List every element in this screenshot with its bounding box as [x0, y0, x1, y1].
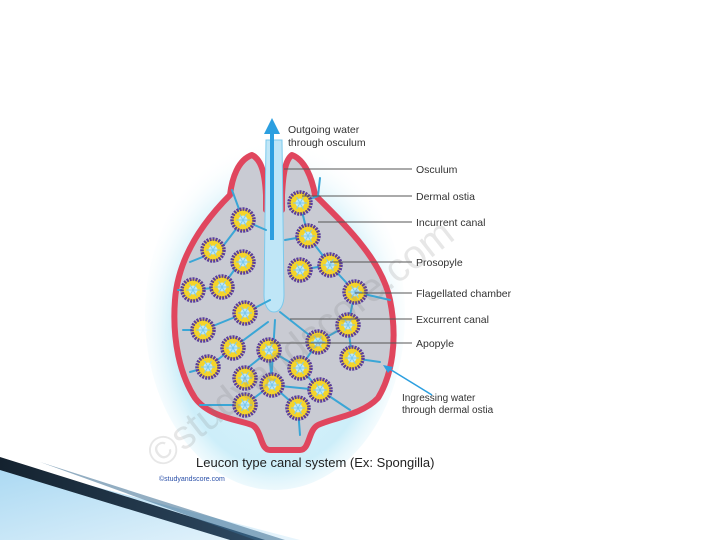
flagellated-chamber — [287, 190, 313, 216]
sponge-body — [171, 139, 397, 453]
flagellated-chamber — [342, 279, 368, 305]
flagellated-chamber — [307, 377, 333, 403]
flagellated-chamber — [230, 207, 256, 233]
flagellated-chamber — [305, 329, 331, 355]
flagellated-chamber — [209, 274, 235, 300]
flagellated-chamber — [256, 337, 282, 363]
flagellated-chamber — [339, 345, 365, 371]
flagellated-chamber — [259, 372, 285, 398]
flagellated-chamber — [195, 354, 221, 380]
label-apopyle: Apopyle — [416, 338, 454, 350]
outgoing-water-label: Outgoing water through osculum — [288, 124, 366, 149]
flagellated-chamber — [190, 317, 216, 343]
flagellated-chamber — [317, 252, 343, 278]
label-excurrent-canal: Excurrent canal — [416, 314, 489, 326]
label-dermal-ostia: Dermal ostia — [416, 191, 475, 203]
flagellated-chamber — [232, 392, 258, 418]
ingressing-water-label: Ingressing water through dermal ostia — [402, 393, 494, 416]
diagram-caption: Leucon type canal system (Ex: Spongilla) — [196, 455, 434, 470]
slide-corner-decoration — [0, 457, 300, 540]
flagellated-chamber — [230, 249, 256, 275]
flagellated-chamber — [335, 312, 361, 338]
flagellated-chambers — [180, 190, 368, 421]
label-osculum: Osculum — [416, 164, 458, 176]
flagellated-chamber — [287, 355, 313, 381]
credit-text: ©studyandscore.com — [159, 475, 225, 483]
label-prosopyle: Prosopyle — [416, 257, 463, 269]
flagellated-chamber — [180, 277, 206, 303]
label-incurrent-canal: Incurrent canal — [416, 217, 485, 229]
flagellated-chamber — [287, 257, 313, 283]
flagellated-chamber — [295, 223, 321, 249]
outgoing-water-arrow — [264, 118, 280, 240]
flagellated-chamber — [285, 395, 311, 421]
flagellated-chamber — [220, 335, 246, 361]
flagellated-chamber — [232, 365, 258, 391]
flagellated-chamber — [232, 300, 258, 326]
ingressing-water-arrow — [383, 365, 433, 396]
label-flagellated-chamber: Flagellated chamber — [416, 288, 512, 300]
flagellated-chamber — [200, 237, 226, 263]
leader-lines — [270, 168, 412, 344]
